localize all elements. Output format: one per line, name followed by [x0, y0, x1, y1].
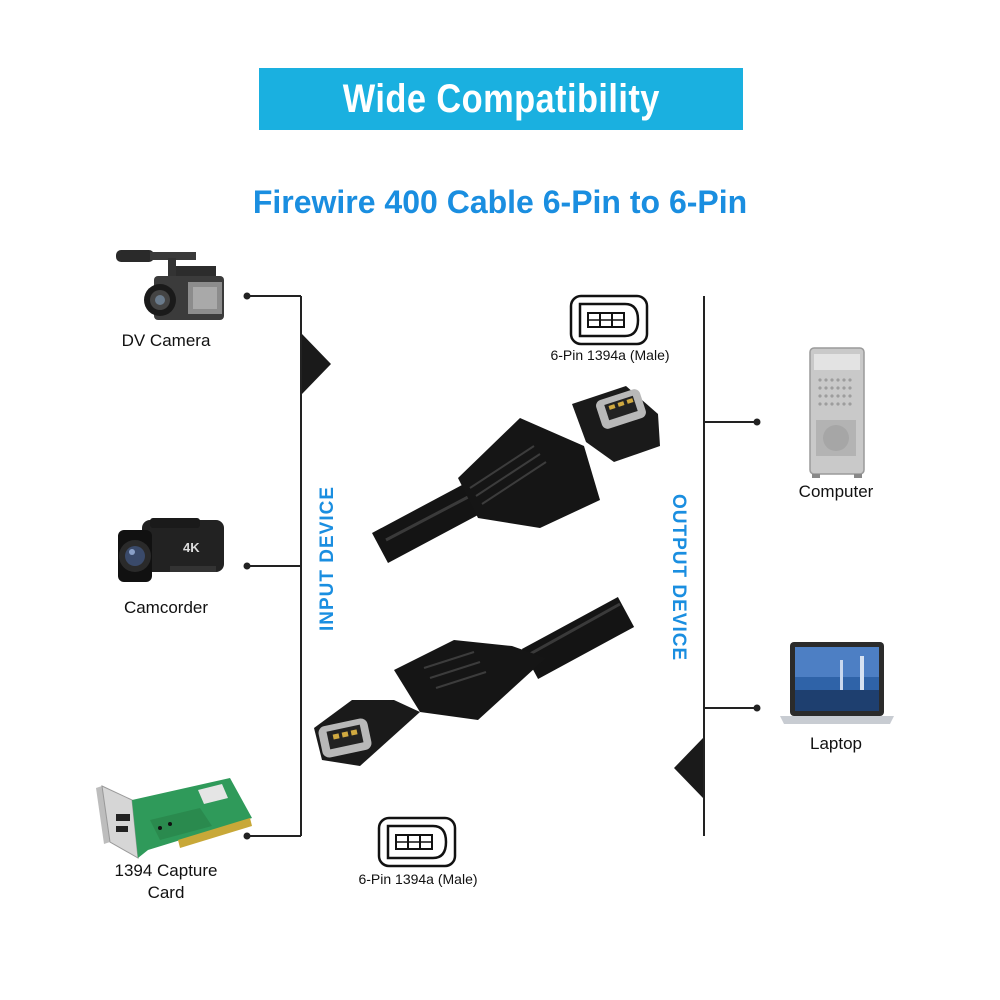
capture-card-label-line2: Card [147, 883, 185, 902]
output-arrow-icon [674, 738, 703, 798]
top-6pin-outline-icon [569, 294, 649, 346]
camcorder-label: Camcorder [123, 598, 209, 617]
laptop-icon [780, 642, 894, 724]
capture-card-icon [96, 778, 252, 859]
bottom-6pin-outline-icon [377, 816, 457, 868]
title-banner: Wide Compatibility [259, 68, 743, 130]
output-bracket [674, 296, 761, 836]
svg-text:4K: 4K [183, 540, 200, 555]
subtitle: Firewire 400 Cable 6-Pin to 6-Pin [252, 184, 748, 220]
top-connector-label: 6-Pin 1394a (Male) [550, 347, 670, 363]
bottom-connector-label: 6-Pin 1394a (Male) [358, 871, 478, 887]
bottom-cable-connector [314, 597, 635, 766]
laptop-label: Laptop [810, 734, 862, 753]
capture-card-label: 1394 Capture Card [86, 860, 246, 904]
top-cable-connector [372, 386, 660, 563]
output-device-label: OUTPUT DEVICE [668, 494, 689, 662]
camcorder-icon: 4K [118, 518, 224, 582]
dv-camera-label: DV Camera [121, 331, 211, 350]
input-device-label: INPUT DEVICE [317, 485, 338, 631]
computer-label: Computer [798, 482, 874, 501]
input-arrow-icon [302, 334, 331, 394]
capture-card-label-line1: 1394 Capture [114, 861, 218, 880]
banner-title: Wide Compatibility [342, 76, 660, 121]
desktop-computer-icon [809, 347, 865, 478]
input-bracket [243, 292, 331, 840]
dv-camera-icon [116, 250, 224, 320]
